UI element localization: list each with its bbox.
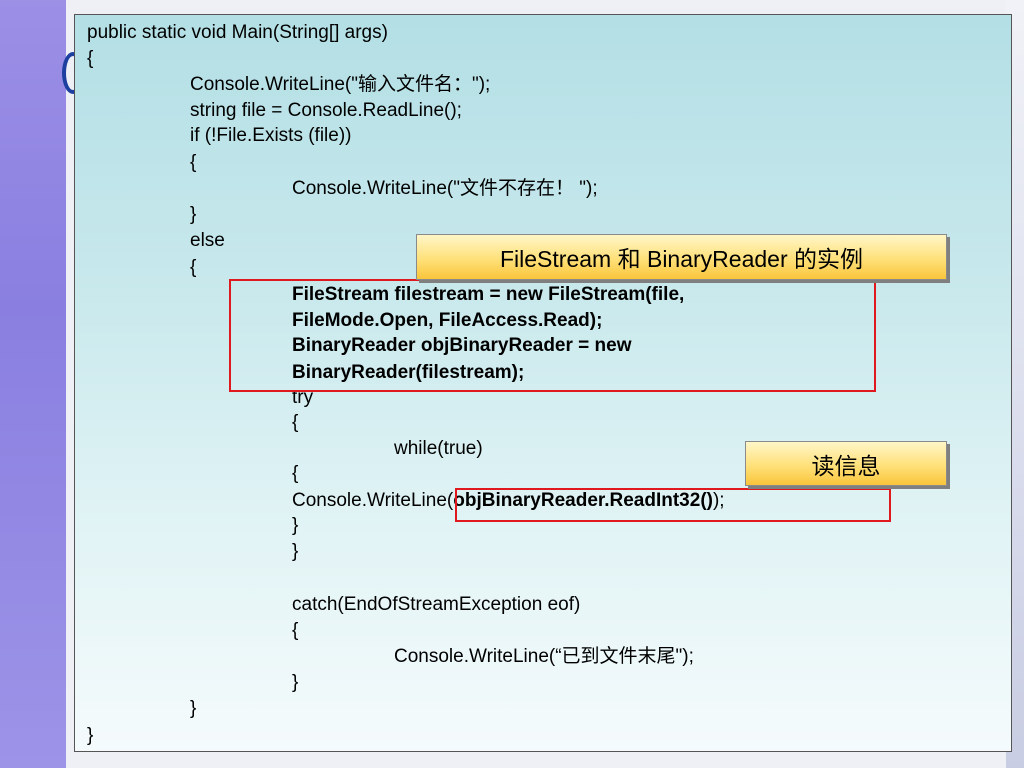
- code-line-27: }: [87, 725, 94, 746]
- code-line-1: public static void Main(String[] args): [87, 22, 388, 43]
- code-line-2: {: [87, 48, 94, 69]
- code-line-24: Console.WriteLine(“已到文件末尾");: [394, 646, 694, 667]
- code-line-15: try: [292, 387, 314, 408]
- code-line-7: Console.WriteLine("文件不存在！ ");: [292, 178, 598, 199]
- code-line-20: }: [292, 515, 299, 536]
- code-line-19-start: Console.WriteLine(: [292, 490, 454, 511]
- code-line-12: FileMode.Open, FileAccess.Read);: [292, 310, 603, 331]
- code-line-13: BinaryReader objBinaryReader = new: [292, 335, 632, 356]
- code-line-18: {: [292, 463, 299, 484]
- code-line-26: }: [190, 698, 197, 719]
- left-decorative-strip: [0, 0, 66, 768]
- code-line-22: catch(EndOfStreamException eof): [292, 594, 581, 615]
- code-line-4: string file = Console.ReadLine();: [190, 100, 462, 121]
- code-line-3: Console.WriteLine("输入文件名：");: [190, 74, 491, 95]
- code-line-23: {: [292, 620, 299, 641]
- code-line-17: while(true): [394, 438, 483, 459]
- code-line-19-end: );: [712, 490, 725, 511]
- code-line-21: }: [292, 541, 299, 562]
- code-line-19: Console.WriteLine(objBinaryReader.ReadIn…: [292, 489, 725, 513]
- code-line-10: {: [190, 257, 197, 278]
- code-line-16: {: [292, 412, 299, 433]
- code-line-11: FileStream filestream = new FileStream(f…: [292, 284, 685, 305]
- readint32-highlight-box: [455, 488, 891, 522]
- code-line-6: {: [190, 152, 197, 173]
- read-info-callout: 读信息: [745, 441, 947, 486]
- code-line-14: BinaryReader(filestream);: [292, 362, 525, 383]
- logo-arc-icon: [62, 52, 84, 94]
- filestream-example-callout: FileStream 和 BinaryReader 的实例: [416, 234, 947, 280]
- code-line-8: }: [190, 204, 197, 225]
- code-line-19-readint32: objBinaryReader.ReadInt32(): [453, 490, 713, 511]
- code-line-9: else: [190, 230, 225, 251]
- code-line-5: if (!File.Exists (file)): [190, 125, 352, 146]
- code-line-25: }: [292, 672, 299, 693]
- filestream-highlight-box: [229, 279, 876, 392]
